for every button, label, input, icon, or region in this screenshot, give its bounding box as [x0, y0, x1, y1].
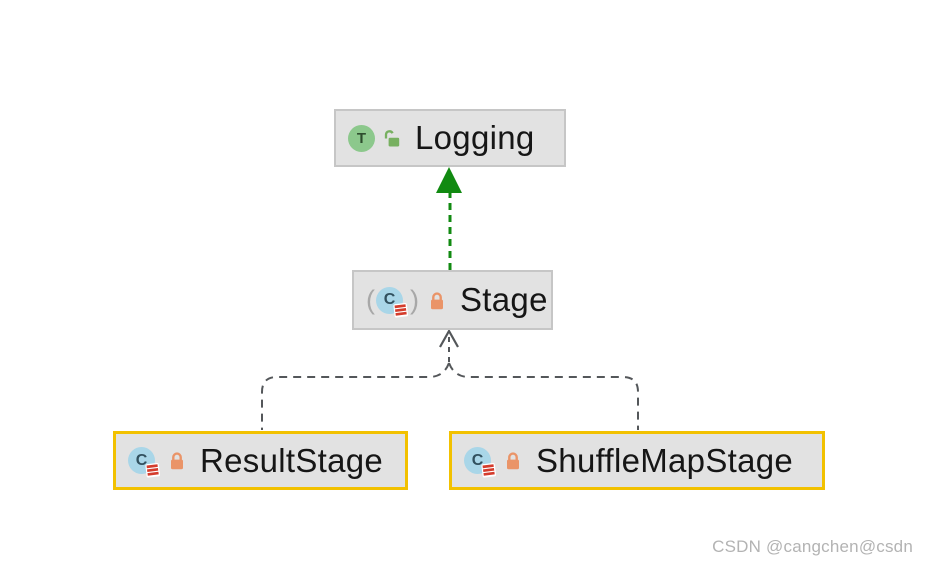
filled-arrowhead-icon [436, 167, 462, 193]
abstract-marker-icon: ( [366, 284, 375, 315]
class-label: Stage [460, 281, 548, 318]
locked-icon [429, 291, 445, 310]
node-result-stage[interactable]: C ResultStage [113, 431, 408, 490]
class-label: Logging [415, 119, 535, 156]
class-icon: C [376, 286, 409, 318]
class-icon: C [464, 447, 497, 478]
node-shuffle-map-stage[interactable]: C ShuffleMapStage [449, 431, 825, 490]
node-logging[interactable]: T Logging [334, 109, 566, 167]
open-arrowhead-icon [439, 328, 459, 348]
scala-stack-icon [145, 463, 161, 478]
trait-icon: T [348, 124, 375, 152]
class-label: ResultStage [200, 441, 384, 479]
locked-icon [505, 451, 521, 470]
class-icon: C [128, 447, 161, 478]
edge-children-to-stage [261, 328, 639, 430]
abstract-marker-icon: ) [410, 284, 419, 315]
scala-stack-icon [481, 463, 497, 478]
node-stage[interactable]: ( C ) Stage [352, 270, 553, 330]
edge-shufflemapstage-branch [448, 362, 639, 430]
edge-resultstage-branch [261, 362, 450, 430]
csdn-watermark: CSDN @cangchen@csdn [712, 537, 913, 556]
scala-stack-icon [393, 302, 409, 318]
locked-icon [169, 451, 185, 470]
edge-stage-to-logging [436, 167, 462, 270]
unlocked-icon [383, 129, 400, 147]
class-label: ShuffleMapStage [536, 441, 794, 479]
